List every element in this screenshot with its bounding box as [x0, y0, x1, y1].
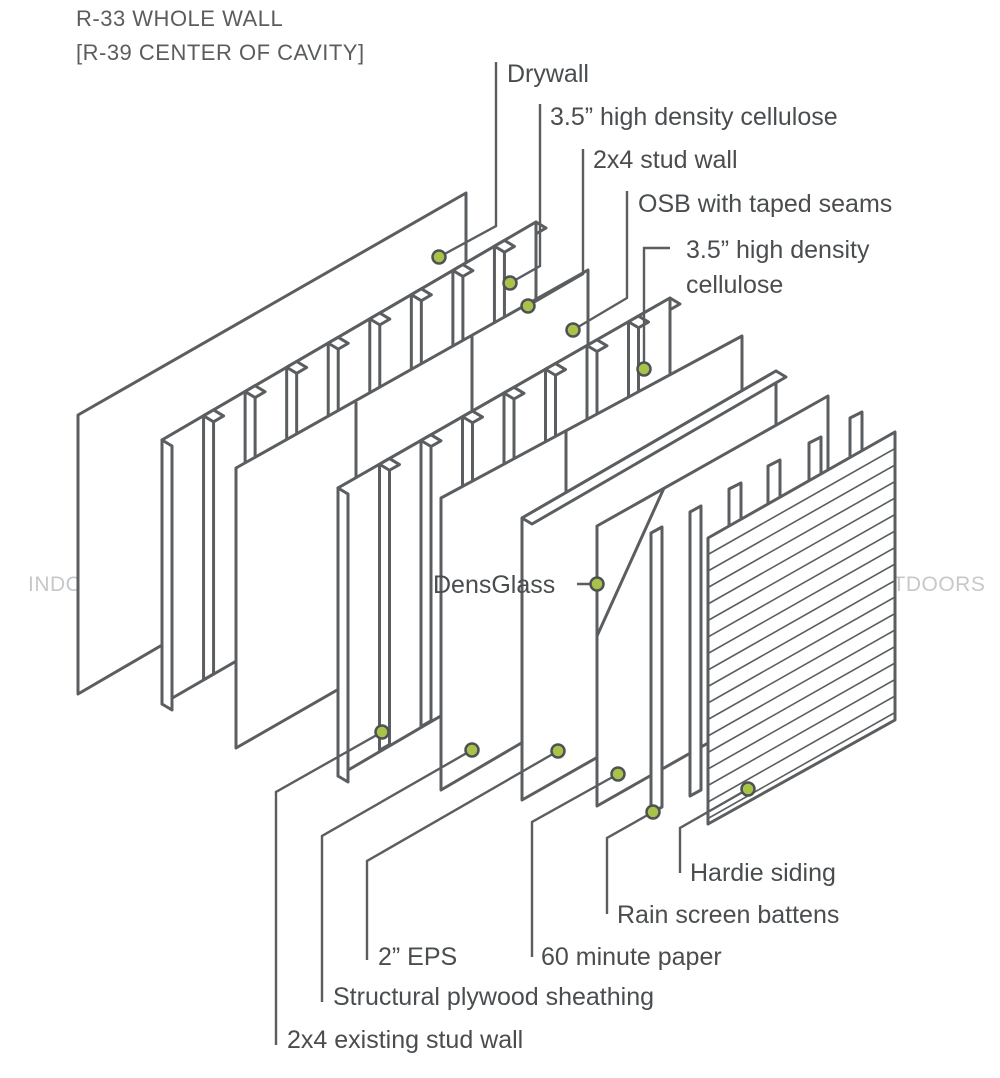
header-line-1: R-33 WHOLE WALL: [76, 6, 283, 31]
siding-course-lines: [707, 447, 896, 820]
siding-course: [707, 464, 896, 572]
dot-existing-stud: [374, 724, 390, 740]
dot-drywall: [431, 249, 447, 265]
siding-course: [707, 629, 896, 737]
siding-course: [707, 447, 896, 556]
siding-course: [707, 645, 896, 754]
stud-top: [243, 384, 267, 400]
siding-course: [707, 579, 896, 688]
dot-paper: [610, 766, 626, 782]
header-line-2: [R-39 CENTER OF CAVITY]: [76, 40, 365, 65]
stud-top: [202, 408, 226, 424]
siding-course: [707, 480, 896, 589]
label-cellulose-outer-2: cellulose: [686, 271, 783, 299]
siding-course: [707, 596, 896, 704]
stud-top: [492, 238, 516, 254]
stud-top: [419, 433, 443, 448]
stud: [202, 408, 216, 682]
siding-course: [707, 711, 896, 820]
siding-course: [707, 678, 896, 787]
label-paper: 60 minute paper: [541, 943, 722, 971]
leader-lines: [274, 62, 749, 1045]
dot-eps: [550, 743, 566, 759]
siding-course: [707, 662, 896, 770]
label-drywall: Drywall: [507, 60, 589, 88]
label-eps: 2” EPS: [378, 943, 457, 971]
stud-top: [409, 287, 433, 303]
label-existing-stud: 2x4 existing stud wall: [287, 1026, 523, 1054]
dot-osb: [565, 322, 581, 338]
stud-top: [544, 362, 567, 377]
stud: [419, 433, 433, 728]
siding-course: [707, 695, 896, 803]
dot-stud-wall: [520, 298, 536, 314]
label-stud-wall: 2x4 stud wall: [593, 146, 738, 174]
label-cellulose-inner: 3.5” high density cellulose: [550, 103, 838, 131]
label-battens: Rain screen battens: [617, 901, 839, 929]
dot-densglass: [589, 576, 605, 592]
dot-hardie: [740, 781, 756, 797]
dot-battens: [645, 804, 661, 820]
label-osb: OSB with taped seams: [638, 190, 892, 218]
stud-top: [502, 385, 526, 401]
siding-course: [707, 612, 896, 721]
siding-course: [707, 546, 896, 655]
label-hardie: Hardie siding: [690, 859, 836, 887]
layer-labels: Drywall 3.5” high density cellulose 2x4 …: [287, 60, 892, 1054]
siding-course: [707, 497, 896, 605]
stud-top: [326, 335, 350, 351]
label-plywood: Structural plywood sheathing: [333, 983, 654, 1011]
stud-top: [378, 457, 401, 472]
dot-cellulose-outer: [636, 361, 652, 377]
leader-dots: [374, 249, 756, 820]
rain-screen-batten: [688, 504, 703, 798]
layer-hardie-siding: [706, 430, 897, 826]
siding-course: [707, 530, 896, 638]
dot-cellulose-inner: [502, 275, 518, 291]
stud-top: [451, 263, 475, 278]
layer-battens: [649, 410, 864, 815]
siding-course: [707, 563, 896, 671]
label-densglass: DensGlass: [433, 571, 555, 599]
label-cellulose-outer-1: 3.5” high density: [686, 236, 870, 264]
siding-course: [707, 513, 896, 622]
stud: [378, 457, 391, 752]
stud-top: [368, 311, 392, 327]
stud-top: [461, 409, 484, 425]
stud-top: [285, 360, 309, 375]
dot-plywood: [464, 742, 480, 758]
stud-top: [585, 338, 609, 353]
rain-screen-batten: [649, 525, 664, 815]
